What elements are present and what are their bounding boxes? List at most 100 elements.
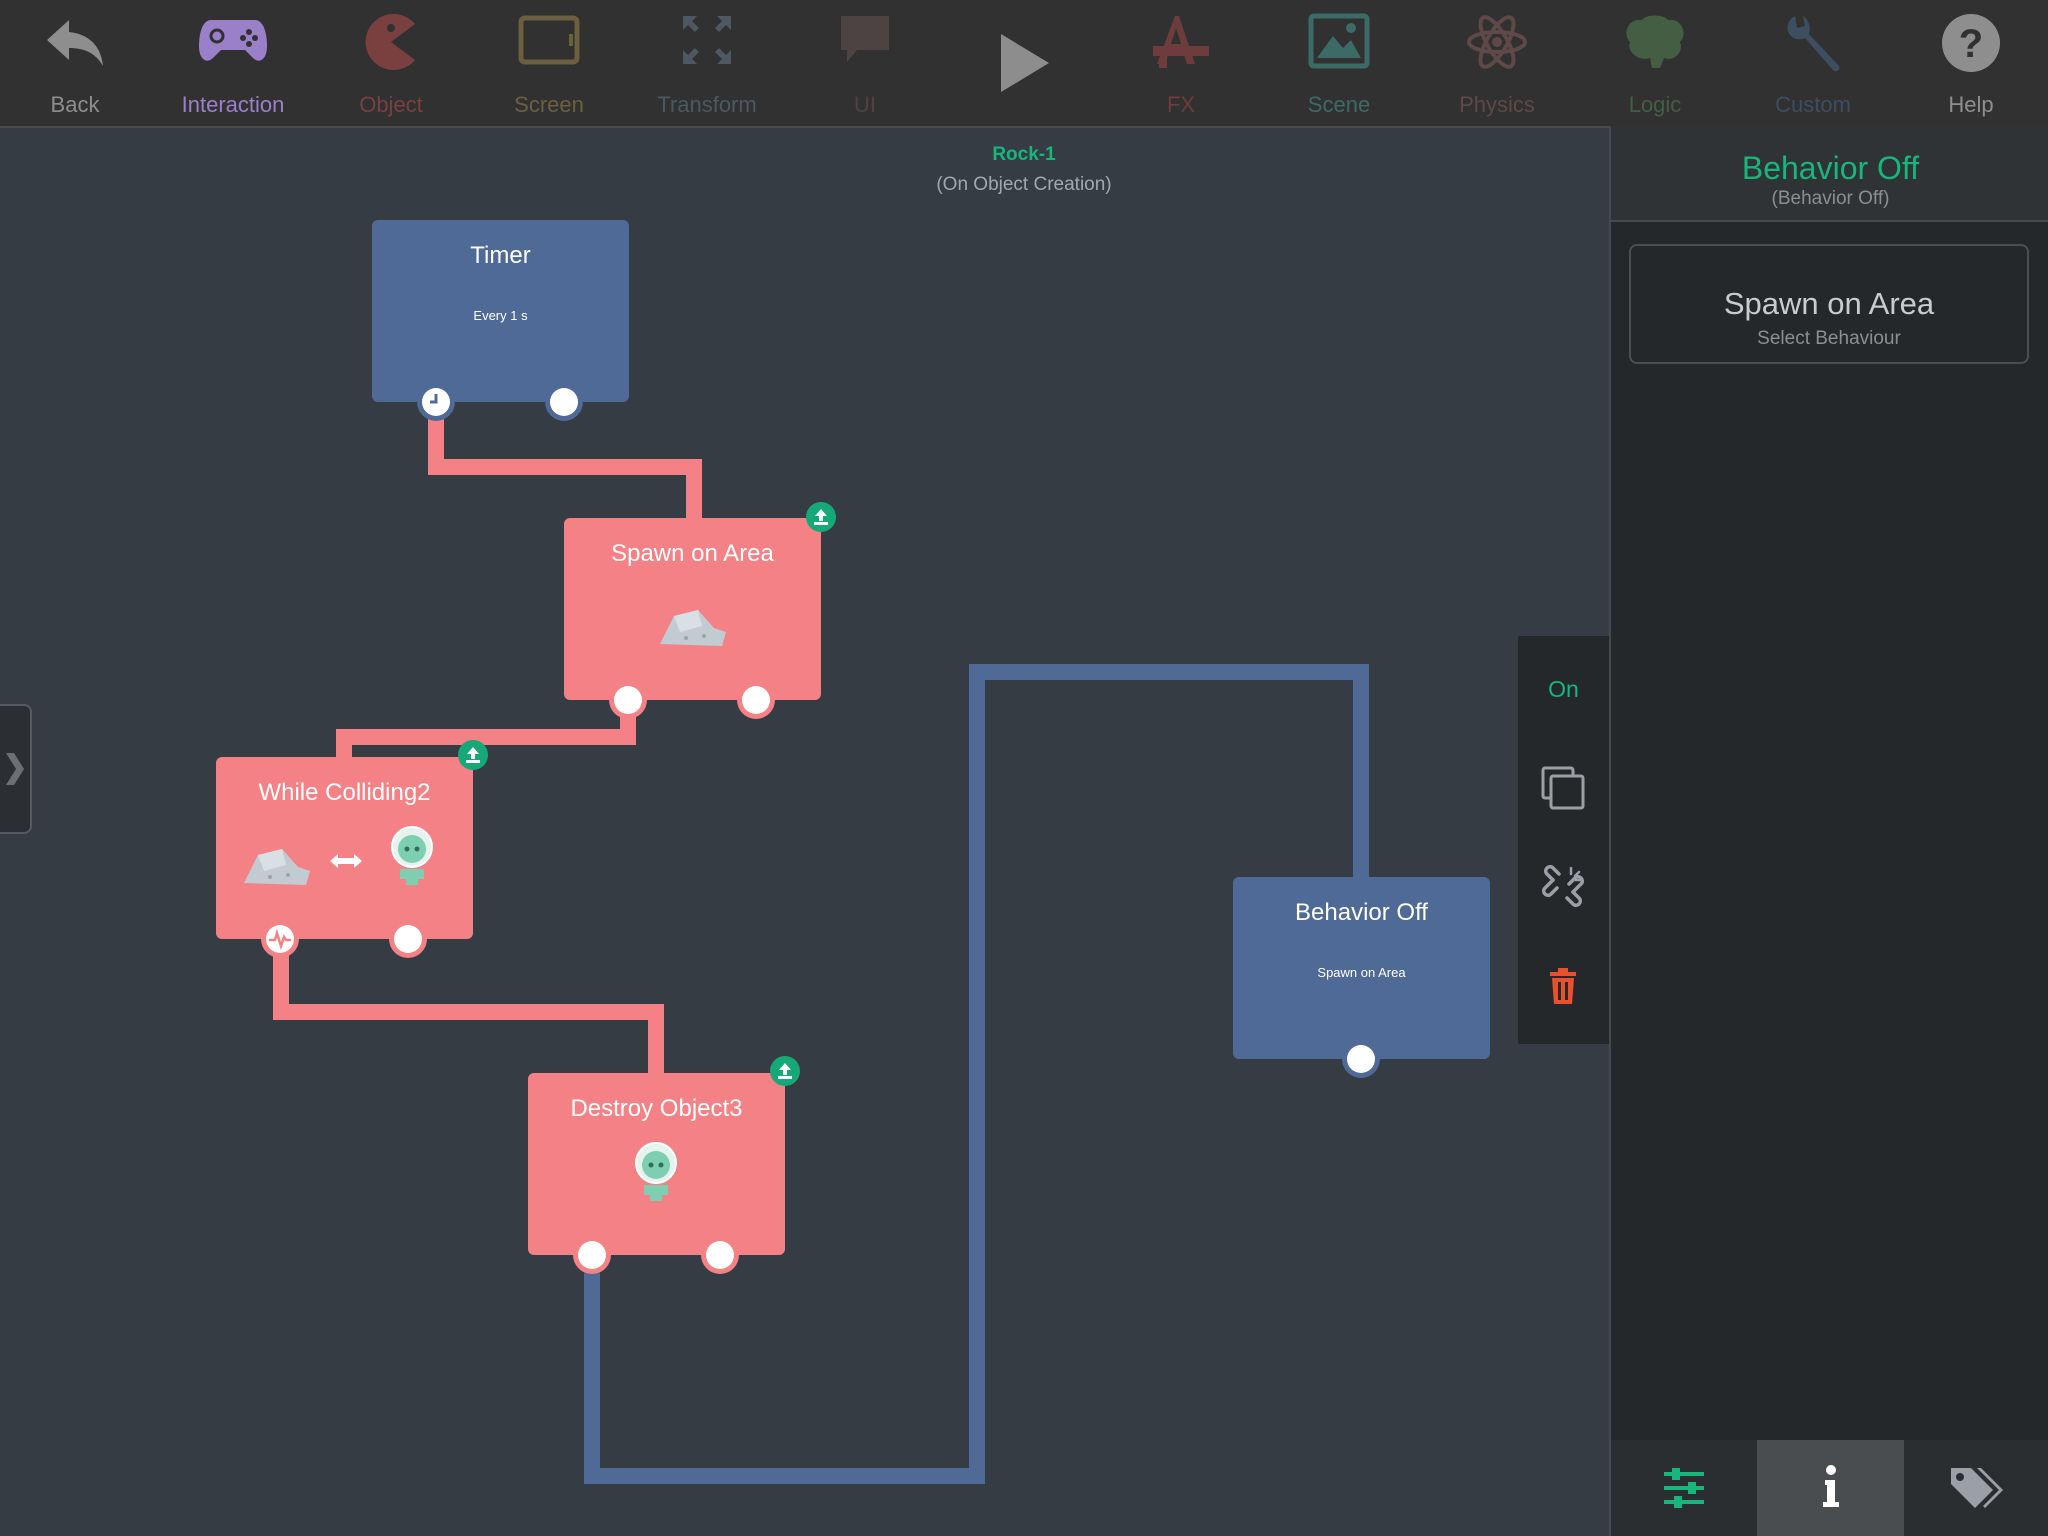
colliding-title: While Colliding2 [258, 779, 431, 806]
wire-timer-spawn [428, 402, 702, 518]
alien-character-icon [635, 1142, 677, 1201]
rock-icon [660, 610, 726, 646]
atom-icon [1467, 15, 1527, 69]
inspector-title: Behavior Off [1741, 150, 1920, 186]
select-behaviour-hint: Select Behaviour [1757, 328, 1901, 349]
speech-bubble-icon [841, 16, 889, 62]
back-button[interactable]: Back [0, 0, 150, 126]
colliding-pulse-port[interactable] [266, 925, 294, 953]
fx-label: FX [1166, 92, 1196, 117]
node-tools-strip: On [1518, 636, 1609, 1044]
logic-button[interactable]: Logic [1580, 0, 1730, 126]
while-colliding-node[interactable]: While Colliding2 [216, 757, 473, 939]
fx-icon [1153, 16, 1209, 68]
behavior-off-node[interactable]: Behavior Off Spawn on Area [1233, 877, 1490, 1059]
rock-icon [244, 849, 310, 885]
expand-arrows-icon [683, 16, 731, 64]
timer-title: Timer [470, 242, 531, 269]
info-icon [1823, 1465, 1839, 1507]
scene-label: Scene [1307, 92, 1371, 117]
destroy-title: Destroy Object3 [570, 1095, 743, 1122]
screen-button[interactable]: Screen [474, 0, 624, 126]
custom-button[interactable]: Custom [1738, 0, 1888, 126]
spawn-title: Spawn on Area [611, 540, 774, 567]
play-icon [1001, 34, 1049, 92]
info-tab[interactable] [1757, 1440, 1904, 1536]
upload-icon [466, 747, 480, 763]
behavior-off-title: Behavior Off [1295, 899, 1428, 926]
pulse-icon [269, 928, 291, 951]
destroy-object-node[interactable]: Destroy Object3 [528, 1073, 785, 1255]
object-name: Rock-1 [992, 144, 1056, 165]
custom-label: Custom [1775, 92, 1851, 117]
inspector-subtitle: (Behavior Off) [1771, 188, 1890, 209]
clock-icon [424, 390, 448, 414]
behaviour-select-card[interactable]: Spawn on Area Select Behaviour [1629, 244, 2029, 364]
ui-label: UI [854, 92, 876, 117]
duplicate-icon[interactable] [1541, 766, 1585, 810]
brain-icon [1626, 15, 1684, 68]
timer-node[interactable]: Timer Every 1 s [372, 220, 629, 402]
fx-button[interactable]: FX [1106, 0, 1256, 126]
wire-colliding-destroy [273, 939, 664, 1073]
tags-tab[interactable] [1904, 1440, 2048, 1536]
scene-button[interactable]: Scene [1264, 0, 1414, 126]
interaction-label: Interaction [181, 92, 285, 117]
ui-button[interactable]: UI [790, 0, 940, 126]
spawn-upload-badge[interactable] [806, 502, 836, 532]
destroy-right-port[interactable] [706, 1241, 734, 1269]
behavior-off-subtitle: Spawn on Area [1317, 965, 1406, 980]
svg-text:?: ? [1959, 22, 1983, 66]
upload-icon [814, 509, 828, 525]
back-arrow-icon [47, 20, 103, 66]
settings-tab[interactable] [1611, 1440, 1757, 1536]
object-button[interactable]: Object [316, 0, 466, 126]
image-icon [1308, 13, 1370, 69]
sliders-icon [1664, 1468, 1704, 1508]
logic-label: Logic [1628, 92, 1682, 117]
inspector-tabs [1611, 1440, 2048, 1536]
help-icon: ? [1942, 14, 2000, 72]
destroy-left-port[interactable] [578, 1241, 606, 1269]
event-name: (On Object Creation) [936, 174, 1112, 195]
object-label: Object [359, 92, 423, 117]
spawn-on-area-node[interactable]: Spawn on Area [564, 518, 821, 700]
help-button[interactable]: ? Help [1896, 0, 2046, 126]
physics-button[interactable]: Physics [1422, 0, 1572, 126]
tags-icon [1951, 1468, 2003, 1508]
timer-clock-port[interactable] [422, 388, 450, 416]
wrench-icon [1787, 16, 1840, 72]
wire-destroy-behavior-off [584, 664, 1369, 1484]
inspector-header: Behavior Off (Behavior Off) [1611, 126, 2048, 222]
timer-subtitle: Every 1 s [473, 308, 528, 323]
wire-spawn-colliding [336, 700, 636, 757]
colliding-upload-badge[interactable] [458, 740, 488, 770]
transform-label: Transform [657, 92, 757, 117]
gamepad-icon [199, 20, 267, 61]
back-label: Back [50, 92, 100, 117]
drawer-chevron-icon [6, 753, 24, 785]
left-drawer-handle[interactable] [0, 704, 32, 834]
inspector-panel: Behavior Off (Behavior Off) Spawn on Are… [1609, 126, 2048, 1536]
spawn-left-port[interactable] [614, 686, 642, 714]
behavior-off-port[interactable] [1347, 1045, 1375, 1073]
destroy-upload-badge[interactable] [770, 1056, 800, 1086]
double-arrow-icon [330, 854, 362, 868]
on-toggle[interactable]: On [1548, 676, 1579, 702]
timer-output-port[interactable] [550, 388, 578, 416]
upload-icon [778, 1063, 792, 1079]
play-button[interactable] [948, 0, 1098, 126]
pacman-icon [365, 14, 415, 71]
screen-label: Screen [514, 92, 584, 117]
alien-character-icon [391, 826, 433, 885]
unlink-icon[interactable] [1541, 864, 1585, 908]
spawn-right-port[interactable] [742, 686, 770, 714]
transform-button[interactable]: Transform [632, 0, 782, 126]
trash-icon[interactable] [1546, 966, 1580, 1006]
help-label: Help [1948, 92, 1994, 117]
interaction-button[interactable]: Interaction [158, 0, 308, 126]
colliding-right-port[interactable] [394, 925, 422, 953]
top-toolbar: Back Interaction Object Screen [0, 0, 2048, 128]
tablet-screen-icon [518, 15, 580, 65]
physics-label: Physics [1459, 92, 1535, 117]
